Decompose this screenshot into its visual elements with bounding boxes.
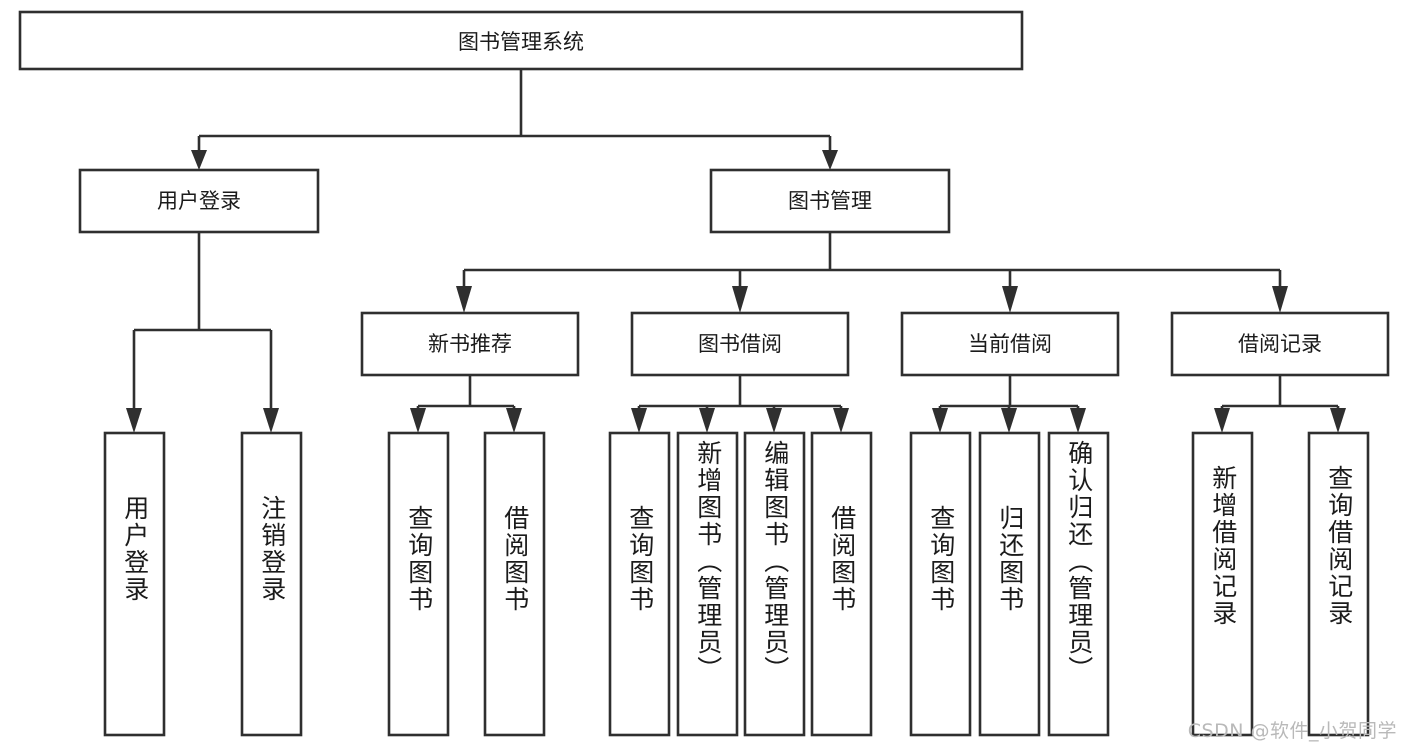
csdn-watermark: CSDN @软件_小贺同学 — [1187, 720, 1397, 742]
arrowhead-book-management — [822, 150, 838, 170]
node-new-book-recommend-label: 新书推荐 — [428, 332, 512, 356]
arrowhead-leaf-query-record — [1330, 408, 1346, 433]
leaf-box-return-book[interactable] — [978, 431, 1041, 737]
arrowhead-leaf-borrow-book-2 — [833, 408, 849, 433]
leaf-box-add-record[interactable] — [1191, 431, 1254, 737]
arrowhead-new-book-recommend — [456, 286, 472, 313]
node-current-borrow-box[interactable] — [900, 311, 1120, 377]
arrowhead-leaf-borrow-book-1 — [506, 408, 522, 433]
leaf-box-logout-login[interactable] — [240, 431, 303, 737]
arrowhead-leaf-add-book — [699, 408, 715, 433]
node-user-login-label: 用户登录 — [157, 189, 241, 213]
connector-layer — [126, 69, 1346, 433]
node-book-borrow-label: 图书借阅 — [698, 332, 782, 356]
leaf-box-query-record[interactable] — [1307, 431, 1370, 737]
arrowhead-leaf-user-login — [126, 408, 142, 433]
node-root-label: 图书管理系统 — [458, 30, 584, 54]
leaf-box-add-book[interactable] — [676, 431, 739, 737]
node-new-book-recommend[interactable]: 新书推荐 — [360, 311, 580, 377]
arrowhead-leaf-add-record — [1214, 408, 1230, 433]
arrowhead-leaf-confirm-return — [1070, 408, 1086, 433]
leaf-box-edit-book[interactable] — [743, 431, 806, 737]
node-book-management-label: 图书管理 — [788, 189, 872, 213]
node-new-book-recommend-box[interactable] — [360, 311, 580, 377]
node-book-borrow[interactable]: 图书借阅 — [630, 311, 850, 377]
arrowhead-book-borrow — [732, 286, 748, 313]
node-book-management[interactable]: 图书管理 — [709, 168, 951, 234]
arrowhead-current-borrow — [1002, 286, 1018, 313]
node-root[interactable]: 图书管理系统 — [18, 10, 1024, 71]
leaf-box-query-book-3[interactable] — [909, 431, 972, 737]
leaf-box-user-login[interactable] — [103, 431, 166, 737]
leaf-box-query-book-2[interactable] — [608, 431, 671, 737]
node-user-login[interactable]: 用户登录 — [78, 168, 320, 234]
leaf-box-confirm-return[interactable] — [1047, 431, 1110, 737]
leaf-box-borrow-book-1[interactable] — [483, 431, 546, 737]
node-borrow-record-label: 借阅记录 — [1238, 332, 1322, 356]
node-root-box[interactable] — [18, 10, 1024, 71]
node-book-borrow-box[interactable] — [630, 311, 850, 377]
arrowhead-leaf-edit-book — [766, 408, 782, 433]
arrowhead-user-login — [191, 150, 207, 170]
node-current-borrow-label: 当前借阅 — [968, 332, 1052, 356]
arrowhead-leaf-return-book — [1001, 408, 1017, 433]
node-borrow-record[interactable]: 借阅记录 — [1170, 311, 1390, 377]
node-book-management-box[interactable] — [709, 168, 951, 234]
node-user-login-box[interactable] — [78, 168, 320, 234]
arrowhead-leaf-query-book-1 — [410, 408, 426, 433]
node-borrow-record-box[interactable] — [1170, 311, 1390, 377]
arrowhead-leaf-query-book-3 — [932, 408, 948, 433]
arrowhead-leaf-logout-login — [263, 408, 279, 433]
arrowhead-leaf-query-book-2 — [631, 408, 647, 433]
leaf-box-borrow-book-2[interactable] — [810, 431, 873, 737]
node-current-borrow[interactable]: 当前借阅 — [900, 311, 1120, 377]
arrowhead-borrow-record — [1272, 286, 1288, 313]
leaf-box-layer — [103, 431, 1370, 737]
leaf-box-query-book-1[interactable] — [387, 431, 450, 737]
